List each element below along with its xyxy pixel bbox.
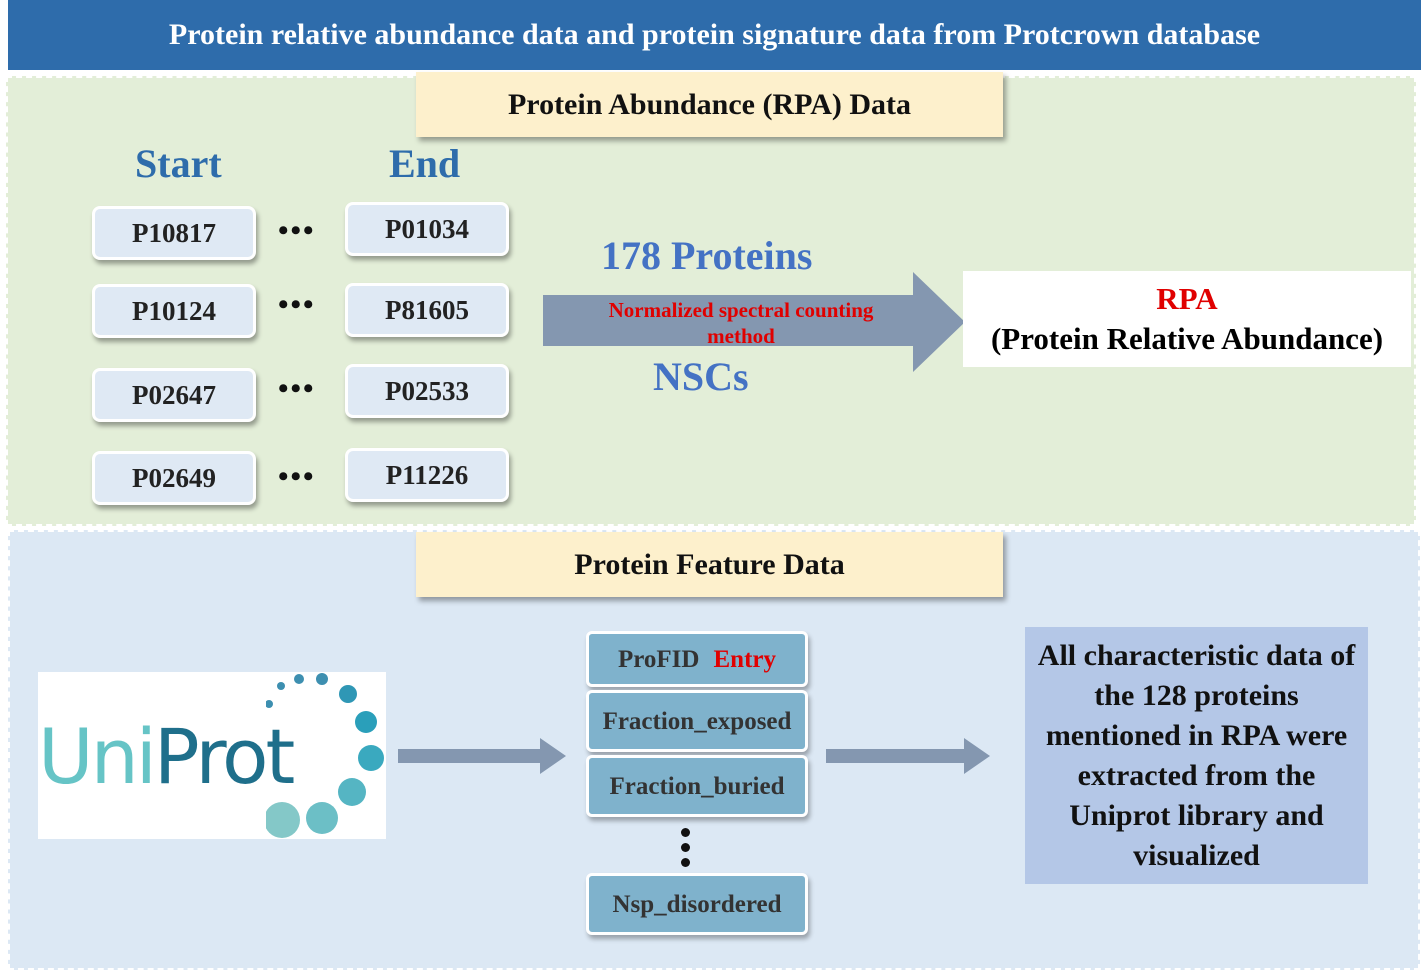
end-protein-3: P02533 [345,364,509,418]
start-protein-3: P02647 [92,368,256,422]
vertical-ellipsis-dot [681,858,690,867]
start-protein-1: P10817 [92,206,256,260]
start-column-heading: Start [135,141,222,186]
diagram-title: Protein relative abundance data and prot… [168,18,1261,51]
feature-nsp-disordered: Nsp_disordered [586,873,808,935]
end-protein-4: P11226 [345,448,509,502]
rpa-output-box: RPA (Protein Relative Abundance) [963,271,1411,367]
vertical-ellipsis-dot [681,843,690,852]
feature-fraction-buried: Fraction_buried [586,755,808,817]
normalization-arrow [543,272,965,372]
result-description-box: All characteristic data of the 128 prote… [1025,627,1368,884]
uniprot-logo: UniProt [38,672,386,839]
row-ellipsis-2: ••• [278,288,316,321]
end-protein-2: P81605 [345,283,509,337]
diagram-title-bar: Protein relative abundance data and prot… [8,0,1421,70]
rpa-section-title: Protein Abundance (RPA) Data [416,72,1003,137]
feature-fraction-exposed: Fraction_exposed [586,690,808,752]
start-protein-4: P02649 [92,451,256,505]
rpa-abbreviation: RPA [1156,281,1218,316]
feature-fraction-exposed-text: Fraction_exposed [602,707,792,735]
start-protein-2: P10124 [92,284,256,338]
uniprot-logo-dots-icon [266,673,384,838]
uniprot-logo-text: UniProt [38,712,295,801]
feature-fraction-buried-text: Fraction_buried [609,772,785,800]
feature-section-title: Protein Feature Data [416,532,1003,597]
feature-nsp-disordered-text: Nsp_disordered [612,890,782,918]
profid-entry-box: ProFID Entry [586,631,808,687]
method-label: Normalized spectral counting method [608,298,874,348]
row-ellipsis-3: ••• [278,372,316,405]
features-to-result-arrow [826,738,990,774]
protein-count-label: 178 Proteins [601,233,813,278]
rpa-full-name: (Protein Relative Abundance) [990,321,1384,356]
feature-section-title-text: Protein Feature Data [574,547,845,581]
vertical-ellipsis-dot [681,828,690,837]
entry-label: Entry [713,645,776,673]
logo-to-features-arrow [398,738,566,774]
profid-label: ProFID [618,645,700,673]
end-protein-1: P01034 [345,202,509,256]
result-description-text: All characteristic data of the 128 prote… [1037,638,1356,872]
rpa-section-title-text: Protein Abundance (RPA) Data [507,87,912,121]
end-column-heading: End [389,141,461,186]
row-ellipsis-4: ••• [278,460,316,493]
nscs-label: NSCs [653,354,749,399]
row-ellipsis-1: ••• [278,214,316,247]
